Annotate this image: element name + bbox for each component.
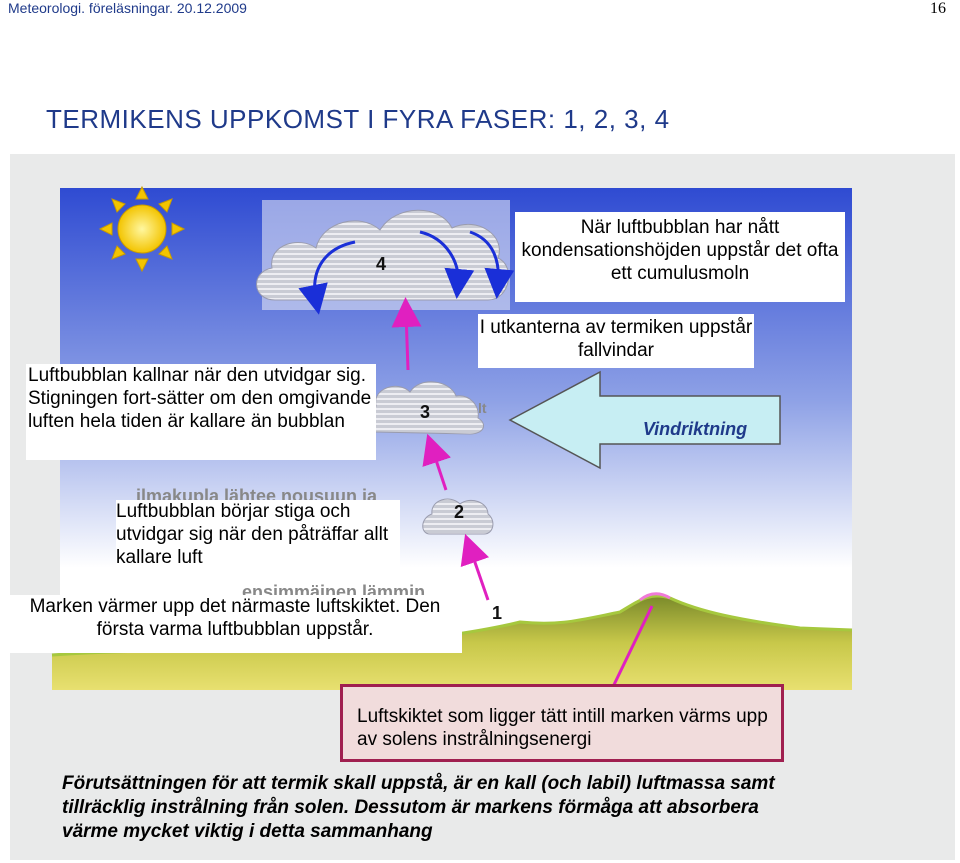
rising-label: Luftbubblan börjar stiga och utvidgar si… [116, 500, 400, 576]
cumulus-label: När luftbubblan har nått kondensationshö… [515, 212, 845, 302]
wind-direction-label: Vindriktning [610, 418, 780, 441]
phase-number-3: 3 [420, 402, 430, 423]
phase-number-2: 2 [454, 502, 464, 523]
phase-number-4: 4 [376, 254, 386, 275]
heated-layer-label: Luftskiktet som ligger tätt intill marke… [340, 684, 784, 762]
cooling-label: Luftbubblan kallnar när den utvidgar sig… [26, 364, 376, 460]
footer-note: Förutsättningen för att termik skall upp… [62, 772, 802, 844]
phase-number-1: 1 [492, 603, 502, 624]
downdrafts-label: I utkanterna av termiken uppstår fallvin… [478, 314, 754, 368]
hidden-fragment-c: lt [478, 400, 487, 416]
ground-label: Marken värmer upp det närmaste luftskikt… [8, 595, 462, 653]
